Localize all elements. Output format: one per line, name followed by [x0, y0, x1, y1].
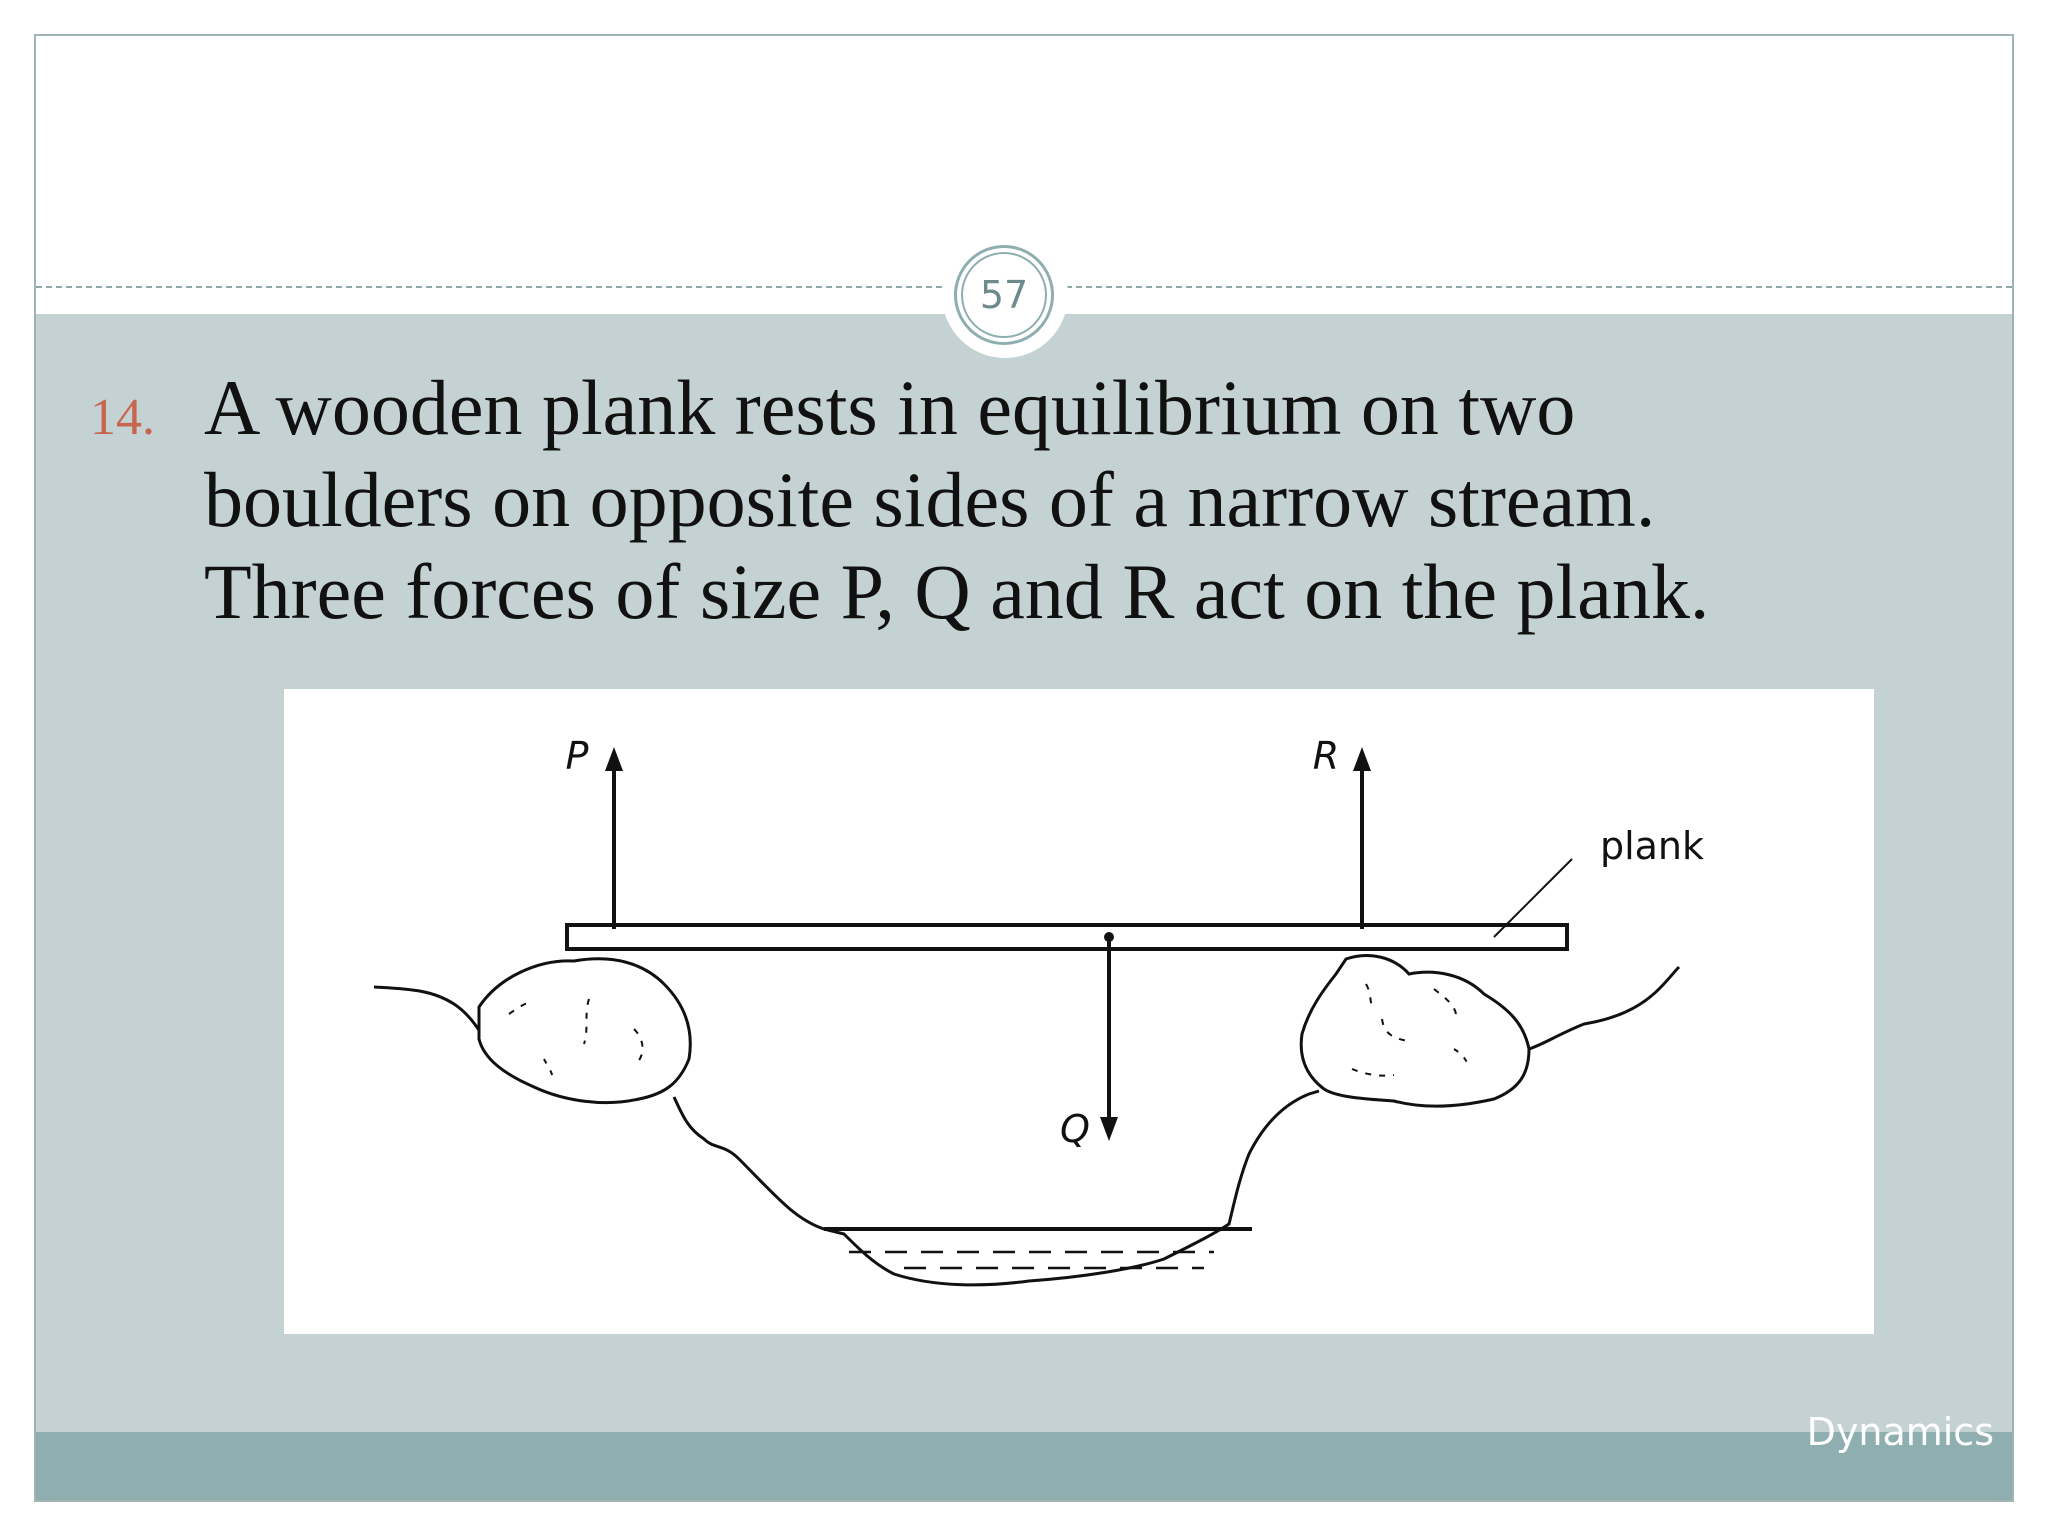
question-text: A wooden plank rests in equilibrium on t…: [204, 362, 1984, 638]
stream-bed: [672, 1089, 1320, 1287]
footer-title: Dynamics: [1806, 1410, 1994, 1454]
plank: [565, 923, 1569, 951]
slide: 57 14. A wooden plank rests in equilibri…: [34, 34, 2014, 1502]
force-p-arrowhead: [605, 747, 623, 771]
question-line-1: A wooden plank rests in equilibrium on t…: [204, 364, 1576, 451]
right-bank: [1528, 965, 1681, 1051]
slide-footer-bar: [36, 1432, 2012, 1500]
force-r-label: R: [1313, 734, 1339, 778]
plank-label: plank: [1600, 824, 1704, 868]
force-q-arrowhead: [1100, 1117, 1118, 1141]
left-boulder: [477, 957, 692, 1105]
plank-label-leader: [1493, 858, 1573, 938]
question-line-2: boulders on opposite sides of a narrow s…: [204, 456, 1656, 543]
plank-diagram: plank P R Q: [284, 689, 1874, 1334]
page-number-badge: 57: [961, 252, 1047, 338]
plank-diagram-svg: plank P R Q: [373, 734, 1704, 1287]
force-r-arrowhead: [1353, 747, 1371, 771]
force-p-label: P: [566, 734, 589, 778]
question-line-3: Three forces of size P, Q and R act on t…: [204, 548, 1710, 635]
question-number: 14.: [90, 389, 155, 446]
right-boulder: [1299, 954, 1531, 1108]
force-q-label: Q: [1060, 1107, 1090, 1151]
